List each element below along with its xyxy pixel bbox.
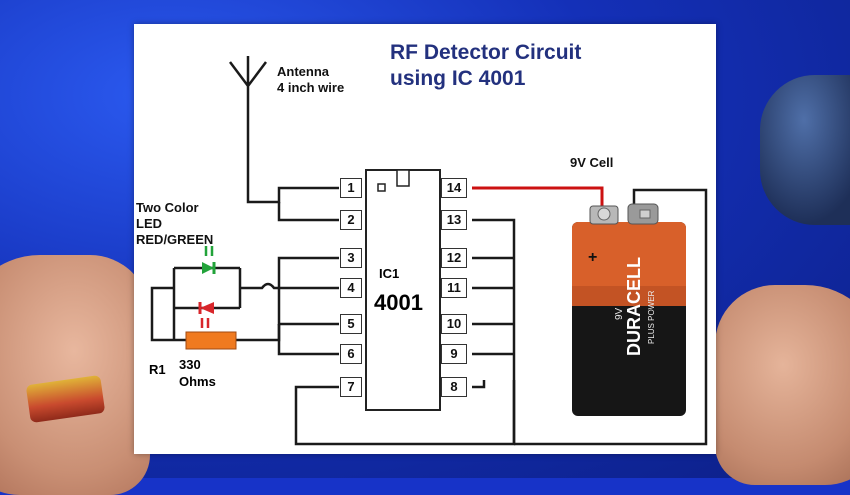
led-label-line-2: LED xyxy=(136,216,162,231)
ic-body xyxy=(365,169,441,411)
computer-mouse xyxy=(760,75,850,225)
title-line-2: using IC 4001 xyxy=(390,67,526,90)
led-green-symbol xyxy=(202,246,216,274)
battery-brand-text: DURACELL xyxy=(624,257,644,356)
battery-subtitle-text: PLUS POWER xyxy=(647,290,656,344)
ic-pin-4: 4 xyxy=(340,278,362,298)
ic-pin-10: 10 xyxy=(441,314,467,334)
led-label-line-1: Two Color xyxy=(136,200,199,215)
wire-pin2 xyxy=(277,202,339,222)
ic-dot xyxy=(377,183,386,192)
wire-pin5 xyxy=(277,304,339,326)
ic-pin-14: 14 xyxy=(441,178,467,198)
battery-voltage-text: 9V xyxy=(614,307,625,320)
wire-negative xyxy=(514,188,708,446)
diagram-title: RF Detector Circuit using IC 4001 xyxy=(390,40,581,92)
ic-pin-8: 8 xyxy=(441,377,467,397)
ic-pin-13: 13 xyxy=(441,210,467,230)
ic-pin-3: 3 xyxy=(340,248,362,268)
antenna-label: Antenna 4 inch wire xyxy=(277,64,344,96)
wire-led-loop xyxy=(150,266,294,342)
resistor-r1 xyxy=(185,331,237,350)
ic-name-label: IC1 xyxy=(379,266,400,281)
antenna-symbol xyxy=(229,56,274,204)
svg-text:+: + xyxy=(588,249,597,266)
led-label-line-3: RED/GREEN xyxy=(136,232,214,247)
wire-pin8 xyxy=(472,380,486,389)
resistor-ref-label: R1 xyxy=(149,362,166,377)
ic-notch xyxy=(396,169,410,187)
circuit-diagram: + DURACELL PLUS POWER 9V xyxy=(150,56,708,446)
ic-pin-7: 7 xyxy=(340,377,362,397)
ic-pin-1: 1 xyxy=(340,178,362,198)
wire-pin3 xyxy=(277,256,339,304)
ic-pin-6: 6 xyxy=(340,344,362,364)
wire-pin6 xyxy=(277,324,339,356)
led-red-symbol xyxy=(198,302,214,328)
right-hand xyxy=(715,285,850,485)
ic-pin-5: 5 xyxy=(340,314,362,334)
ic-number-label: 4001 xyxy=(374,290,423,315)
ic-pin-11: 11 xyxy=(441,278,467,298)
antenna-label-line-1: Antenna xyxy=(277,64,329,79)
led-label: Two Color LED RED/GREEN xyxy=(136,200,213,248)
resistor-unit-label: Ohms xyxy=(179,374,216,389)
ic-pin-2: 2 xyxy=(340,210,362,230)
resistor-value-label: 330 xyxy=(179,357,201,372)
ic-pin-12: 12 xyxy=(441,248,467,268)
battery-label: 9V Cell xyxy=(570,155,614,170)
battery-9v: + DURACELL PLUS POWER 9V xyxy=(572,203,686,416)
antenna-label-line-2: 4 inch wire xyxy=(277,80,345,95)
title-line-1: RF Detector Circuit xyxy=(390,41,582,64)
wire-pin1 xyxy=(274,186,339,204)
ic-pin-9: 9 xyxy=(441,344,467,364)
wire-positive xyxy=(472,186,604,214)
left-hand xyxy=(0,255,150,495)
wire-pin13 xyxy=(472,218,516,444)
